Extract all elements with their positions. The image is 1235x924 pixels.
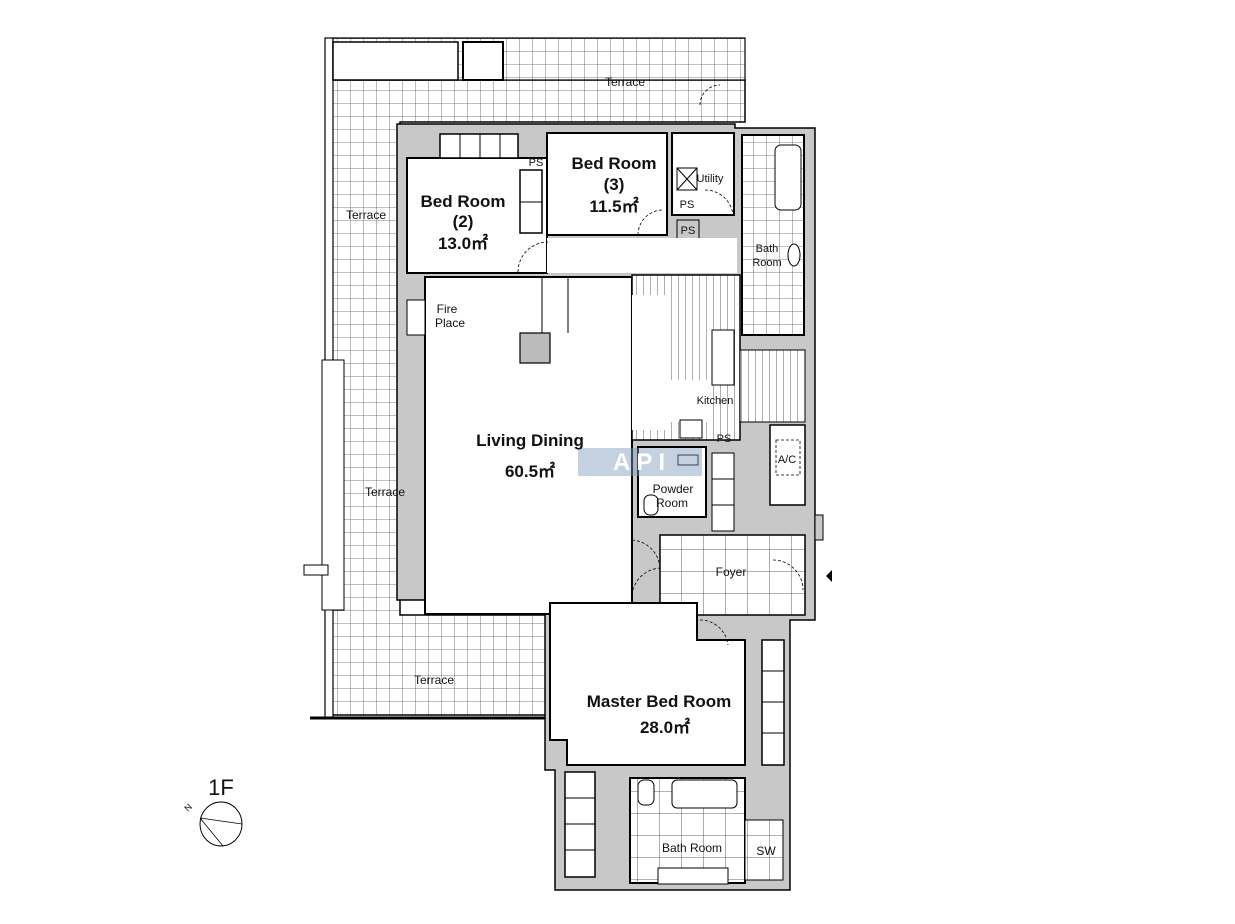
master-bedroom-area: 28.0㎡ xyxy=(640,717,690,737)
terrace-bottom-label: Terrace xyxy=(414,673,454,687)
bedroom-3-name: Bed Room xyxy=(572,154,657,173)
watermark xyxy=(578,448,702,476)
powder-room-line1: Powder xyxy=(653,482,694,496)
floor-label: 1F xyxy=(208,775,234,800)
ac-label: A/C xyxy=(778,454,796,466)
bedroom-3-number: (3) xyxy=(604,175,625,194)
foyer xyxy=(659,534,806,616)
foyer-label: Foyer xyxy=(716,565,747,579)
terrace-area xyxy=(303,37,746,720)
master-bedroom-name: Master Bed Room xyxy=(587,692,732,711)
living-dining-name: Living Dining xyxy=(476,431,584,450)
master-bath-label: Bath Room xyxy=(662,841,722,855)
bedroom-2-name: Bed Room xyxy=(421,192,506,211)
bath-room-1-line1: Bath xyxy=(756,243,779,255)
door-swings xyxy=(517,84,804,646)
closet xyxy=(439,133,519,159)
bath-room-1 xyxy=(741,134,805,336)
living-dining-area: 60.5㎡ xyxy=(505,461,555,481)
watermark-text: API xyxy=(613,449,671,476)
bedroom-3-area: 11.5㎡ xyxy=(589,196,638,216)
ps-label: PS xyxy=(529,157,544,169)
north-compass-icon: N xyxy=(182,801,243,847)
terrace-left-middle-label: Terrace xyxy=(365,485,405,499)
terrace-left-upper-label: Terrace xyxy=(346,208,386,222)
sw-label: SW xyxy=(756,844,776,858)
compass-north-label: N xyxy=(182,802,194,814)
bath-room-1-line2: Room xyxy=(752,257,781,269)
master-bedroom xyxy=(549,602,746,766)
bedroom-2-number: (2) xyxy=(453,212,474,231)
ps-label: PS xyxy=(680,199,695,211)
utility-label: Utility xyxy=(697,173,724,185)
bedroom-2-area: 13.0㎡ xyxy=(438,233,488,253)
entrance-arrow-icon xyxy=(826,570,832,582)
fire-place-line1: Fire xyxy=(437,302,458,316)
fire-place-line2: Place xyxy=(435,316,465,330)
ps-label: PS xyxy=(717,433,732,445)
bedroom-3 xyxy=(546,132,668,236)
terrace-top-label: Terrace xyxy=(605,75,645,89)
ps-label: PS xyxy=(681,225,696,237)
kitchen-label: Kitchen xyxy=(697,395,734,407)
powder-room-line2: Room xyxy=(656,496,688,510)
